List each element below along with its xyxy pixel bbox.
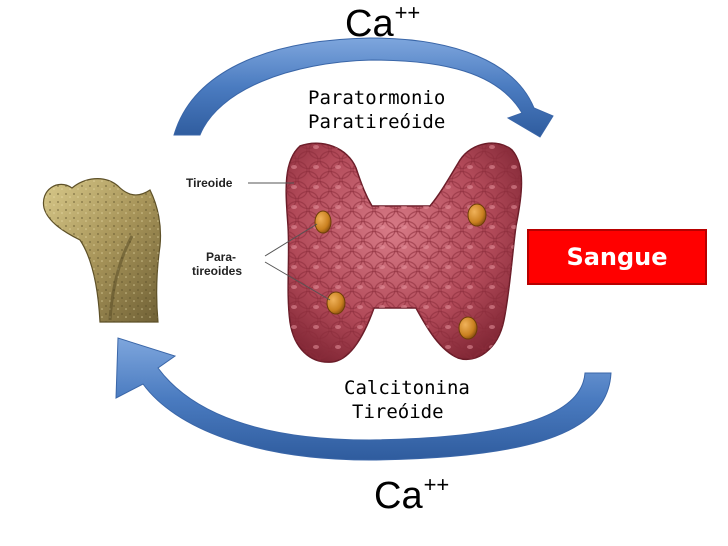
- bottom-ion-charge: ++: [423, 472, 450, 497]
- hormone-bottom-label: Calcitonina Tireóide: [344, 376, 470, 424]
- top-arrow-icon: [173, 37, 554, 138]
- hormone-bottom-line1: Calcitonina: [344, 377, 470, 399]
- bottom-ion-label: Ca++: [374, 472, 450, 517]
- thyroid-gland-icon: [285, 142, 523, 363]
- leader-lines: [248, 182, 331, 301]
- hormone-top-line2: Paratireóide: [308, 111, 446, 133]
- sangue-box: Sangue: [527, 229, 707, 285]
- thyroid-label: Tireoide: [186, 176, 233, 190]
- bottom-arrow-icon: [115, 337, 612, 461]
- parathyroid-gland-icon: [314, 203, 487, 340]
- parathyroid-label-line1: Para-: [206, 250, 237, 264]
- parathyroid-label: Para- tireoides: [192, 250, 242, 278]
- hormone-top-label: Paratormonio Paratireóide: [308, 86, 445, 134]
- parathyroid-label-line2: tireoides: [192, 264, 243, 278]
- bottom-ion-symbol: Ca: [374, 475, 423, 517]
- hormone-bottom-line2: Tireóide: [352, 401, 444, 423]
- hormone-top-line1: Paratormonio: [308, 87, 446, 109]
- top-ion-symbol: Ca: [345, 3, 394, 45]
- top-ion-label: Ca++: [345, 0, 421, 45]
- bone-icon: [42, 178, 162, 323]
- top-ion-charge: ++: [394, 0, 421, 25]
